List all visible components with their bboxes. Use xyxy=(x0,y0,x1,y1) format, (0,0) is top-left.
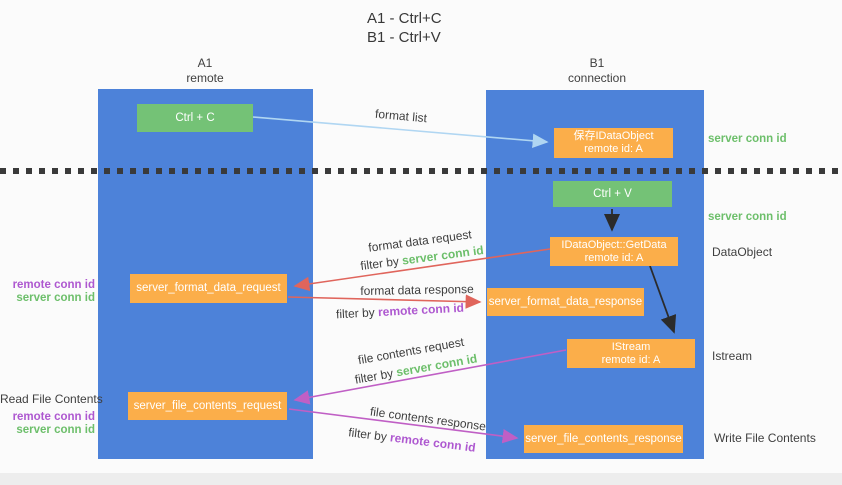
lifeline-a1-title: A1 xyxy=(197,56,213,70)
ctrl-c-box: Ctrl + C xyxy=(137,104,253,132)
server-format-data-request-box: server_format_data_request xyxy=(130,274,287,303)
ctrl-v-box: Ctrl + V xyxy=(553,181,672,207)
left-remote-conn-id-label-1: remote conn id xyxy=(12,279,95,291)
filter-prefix-3: filter by xyxy=(353,365,398,387)
save-idataobject-line1: 保存IDataObject xyxy=(573,130,654,142)
server-format-data-response-box: server_format_data_response xyxy=(487,288,644,316)
server-format-data-response-label: server_format_data_response xyxy=(488,295,643,308)
istream-box: IStream remote id: A xyxy=(567,339,695,368)
format-data-response-label: format data response xyxy=(360,282,474,298)
istream-line2: remote id: A xyxy=(601,353,661,366)
server-file-contents-response-label: server_file_contents_response xyxy=(525,432,682,445)
title-line-1: A1 - Ctrl+C xyxy=(367,10,442,27)
filter-prefix-4: filter by xyxy=(347,425,392,445)
lifeline-b1-subtitle: connection xyxy=(567,71,627,85)
lifeline-a1-subtitle: remote xyxy=(186,71,224,85)
dataobject-label: DataObject xyxy=(712,245,773,259)
filter-prefix-1: filter by xyxy=(359,253,404,274)
server-file-contents-response-box: server_file_contents_response xyxy=(524,425,683,453)
server-file-contents-request-box: server_file_contents_request xyxy=(128,392,287,420)
getdata-line2: remote id: A xyxy=(584,251,644,264)
istream-line1: IStream xyxy=(611,340,651,353)
title-line-2: B1 - Ctrl+V xyxy=(367,29,441,46)
right-server-conn-id-label-1: server conn id xyxy=(708,133,787,145)
remote-conn-id-term-2: remote conn id xyxy=(389,430,477,455)
diagram-title: A1 - Ctrl+C B1 - Ctrl+V xyxy=(367,9,442,47)
lifeline-header-a1: A1 remote xyxy=(145,56,265,86)
left-server-conn-id-label-1: server conn id xyxy=(16,292,95,304)
footer-strip xyxy=(0,473,842,485)
save-idataobject-line2: remote id: A xyxy=(584,143,643,155)
format-list-label: format list xyxy=(374,106,428,126)
lifeline-b1-title: B1 xyxy=(589,56,605,70)
idataobject-getdata-box: IDataObject::GetData remote id: A xyxy=(550,237,678,266)
filter-by-remote-conn-id-label-1: filter by remote conn id xyxy=(336,301,465,322)
write-file-contents-label: Write File Contents xyxy=(714,431,816,445)
ctrl-v-label: Ctrl + V xyxy=(593,187,632,200)
lifeline-header-b1: B1 connection xyxy=(537,56,657,86)
remote-conn-id-term-1: remote conn id xyxy=(377,300,465,320)
save-idataobject-box: 保存IDataObject remote id: A xyxy=(554,128,673,158)
left-remote-conn-id-label-2: remote conn id xyxy=(12,411,95,423)
istream-side-label: Istream xyxy=(712,349,753,363)
server-format-data-request-label: server_format_data_request xyxy=(136,282,281,294)
read-file-contents-label: Read File Contents xyxy=(0,392,103,406)
filter-prefix-2: filter by xyxy=(335,305,379,322)
phase-separator-dotted-line xyxy=(0,168,842,174)
ctrl-c-label: Ctrl + C xyxy=(175,111,215,124)
left-server-conn-id-label-2: server conn id xyxy=(16,424,95,436)
right-server-conn-id-label-2: server conn id xyxy=(708,211,787,223)
getdata-line1: IDataObject::GetData xyxy=(561,238,667,251)
server-file-contents-request-label: server_file_contents_request xyxy=(133,399,282,412)
